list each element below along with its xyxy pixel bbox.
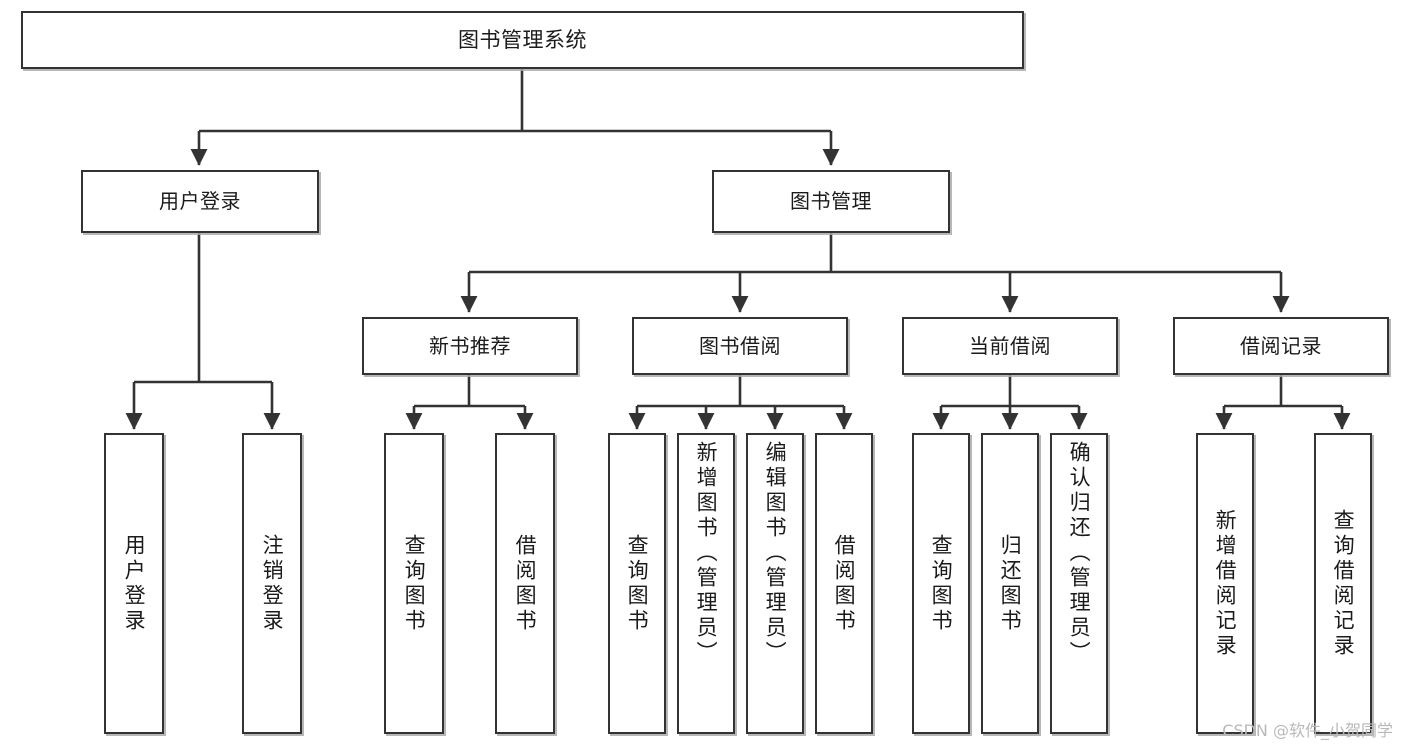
node-leaf-confirm-return[interactable]: 确认归还（管理员）	[1050, 433, 1108, 734]
node-leaf-query-book-2-label: 查询图书	[625, 533, 650, 634]
node-leaf-user-login[interactable]: 用户登录	[104, 433, 164, 734]
node-leaf-query-book-3-label: 查询图书	[929, 533, 954, 634]
node-leaf-query-book-1-label: 查询图书	[402, 533, 427, 634]
node-book-borrow[interactable]: 图书借阅	[632, 317, 848, 375]
node-leaf-add-book-label: 新增图书（管理员）	[694, 441, 719, 666]
node-user-login[interactable]: 用户登录	[81, 170, 319, 233]
node-leaf-query-book-1[interactable]: 查询图书	[384, 433, 444, 734]
node-leaf-query-book-3[interactable]: 查询图书	[912, 433, 970, 734]
node-root-label: 图书管理系统	[458, 27, 587, 52]
node-leaf-user-logout[interactable]: 注销登录	[242, 433, 302, 734]
node-book-borrow-label: 图书借阅	[699, 333, 781, 358]
node-leaf-confirm-return-label: 确认归还（管理员）	[1067, 441, 1092, 666]
node-leaf-borrow-book-2-label: 借阅图书	[832, 533, 857, 634]
node-leaf-borrow-book-1[interactable]: 借阅图书	[495, 433, 555, 734]
node-leaf-edit-book-label: 编辑图书（管理员）	[763, 441, 788, 666]
node-leaf-borrow-book-2[interactable]: 借阅图书	[815, 433, 873, 734]
watermark-text: CSDN @软件_小贺同学	[1222, 721, 1393, 740]
node-leaf-add-record[interactable]: 新增借阅记录	[1196, 433, 1254, 734]
node-leaf-add-book[interactable]: 新增图书（管理员）	[677, 433, 735, 734]
node-new-book-recommend-label: 新书推荐	[429, 333, 511, 358]
node-borrow-record[interactable]: 借阅记录	[1173, 317, 1389, 375]
node-current-borrow-label: 当前借阅	[969, 333, 1051, 358]
node-leaf-add-record-label: 新增借阅记录	[1213, 508, 1238, 659]
node-leaf-query-record[interactable]: 查询借阅记录	[1314, 433, 1372, 734]
node-user-login-label: 用户登录	[159, 189, 241, 213]
node-leaf-user-login-label: 用户登录	[122, 533, 147, 634]
node-leaf-user-logout-label: 注销登录	[260, 533, 285, 634]
node-leaf-query-book-2[interactable]: 查询图书	[608, 433, 666, 734]
node-book-manage-label: 图书管理	[790, 189, 872, 213]
node-leaf-return-book-label: 归还图书	[998, 533, 1023, 634]
node-leaf-query-record-label: 查询借阅记录	[1331, 508, 1356, 659]
node-leaf-borrow-book-1-label: 借阅图书	[513, 533, 538, 634]
node-root[interactable]: 图书管理系统	[21, 11, 1024, 69]
node-book-manage[interactable]: 图书管理	[712, 170, 950, 233]
node-leaf-return-book[interactable]: 归还图书	[981, 433, 1039, 734]
node-leaf-edit-book[interactable]: 编辑图书（管理员）	[746, 433, 804, 734]
node-new-book-recommend[interactable]: 新书推荐	[362, 317, 578, 375]
node-borrow-record-label: 借阅记录	[1240, 333, 1322, 358]
node-current-borrow[interactable]: 当前借阅	[902, 317, 1118, 375]
